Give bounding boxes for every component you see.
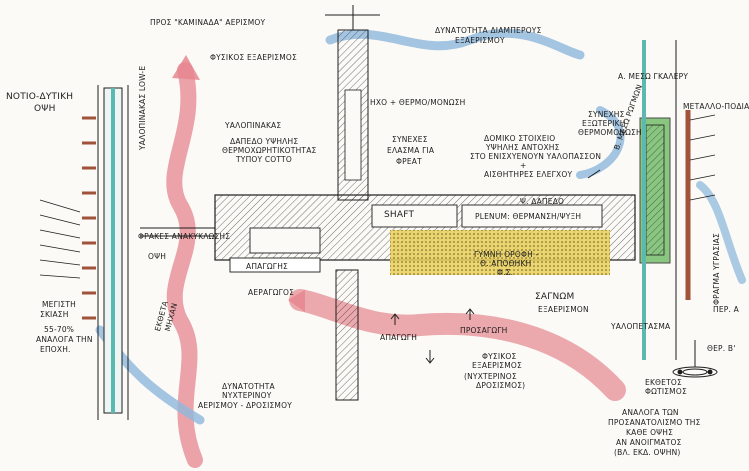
label-ixo-thermomonosi: ΗΧΟ + ΘΕΡΜΟ/ΜΟΝΩΣΗ [370, 98, 466, 107]
label-ektheta-fotismou-2: ΦΩΤΙΣΜΟΣ [645, 387, 687, 396]
label-dynatotita-diamperous: ΔΥΝΑΤΟΤΗΤΑ ΔΙΑΜΠΕΡΟΥΣ [435, 26, 542, 35]
label-metallopodia: ΜΕΤΑΛΛΟ-ΠΟΔΙΑ [683, 102, 749, 111]
label-shaft: SHAFT [384, 210, 415, 220]
label-exaerismou: ΕΞΑΕΡΙΣΜΟΥ [455, 36, 505, 45]
label-mexisti-2: ΣΚΙΑΣΗ [40, 310, 69, 319]
label-yalopetasma: ΥΑΛΟΠΕΤΑΣΜΑ [611, 322, 671, 331]
label-domiko-4: + [520, 161, 527, 170]
label-yalopinakas-lowe: ΥΑΛΟΠΙΝΑΚΑΣ LOW-E [138, 65, 147, 150]
label-dapedo-1: ΔΑΠΕΔΟ ΥΨΗΛΗΣ [230, 137, 299, 146]
label-gymni-2: Θ. ΑΠΟΘΗΚΗ [480, 259, 532, 268]
label-frakes: ΦΡΑΚΕΣ ΑΝΑΚΥΚΛΩΣΗΣ [138, 232, 231, 241]
label-gymni-3: Φ.Σ. [497, 268, 514, 277]
label-synexes-3: ΦΡΕΑΤ [396, 157, 422, 166]
label-synexis-1: ΣΥΝΕΧΗΣ [588, 110, 625, 119]
label-synexis-3: ΘΕΡΜΟΜΟΝΩΣΗ [578, 128, 642, 137]
label-analoga-4: ΑΝ ΑΝΟΙΓΜΑΤΟΣ [616, 438, 682, 447]
label-mexisti-1: ΜΕΓΙΣΤΗ [42, 300, 76, 309]
label-analoga-1: ΑΝΑΛΟΓΑ ΤΩΝ [622, 408, 679, 417]
label-agnoi: ΣΑΓΝΩΜ [535, 292, 575, 302]
label-fysikos-3: (ΝΥΧΤΕΡΙΝΟΣ [464, 372, 517, 381]
label-dynatotita-nyxt-3: ΑΕΡΙΣΜΟΥ - ΔΡΟΣΙΣΜΟΥ [198, 401, 292, 410]
label-domiko-5: ΑΙΣΘΗΤΗΡΕΣ ΕΛΕΓΧΟΥ [484, 170, 573, 179]
right-facade [639, 40, 716, 360]
light-fixture [672, 340, 718, 378]
label-opsi: ΟΨΗ [34, 104, 56, 114]
chimney-shaft [325, 5, 380, 201]
label-fysikos-4: ΔΡΟΣΙΣΜΟΣ) [476, 381, 526, 390]
label-opsi-small: ΟΨΗ [148, 252, 167, 261]
label-fysikos-2: ΕΞΑΕΡΙΣΜΟΣ [472, 361, 522, 370]
cool-air-flow-right-low [696, 181, 746, 284]
label-dynatotita-nyxt-1: ΔΥΝΑΤΟΤΗΤΑ [222, 382, 275, 391]
label-yalopinakas: ΥΑΛΟΠΙΝΑΚΑΣ [225, 121, 282, 130]
warm-air-arrow-top [172, 55, 200, 80]
label-prosagogi: ΠΡΟΣΑΓΩΓΗ [460, 326, 508, 335]
label-domiko-1: ΔΟΜΙΚΟ ΣΤΟΙΧΕΙΟ [484, 134, 556, 143]
label-fysikos-1: ΦΥΣΙΚΟΣ [482, 352, 517, 361]
label-analoga-3: ΚΑΘΕ ΟΨΗΣ [626, 428, 674, 437]
label-mexisti-5: ΕΠΟΧΗ. [40, 345, 71, 354]
label-synexes-2: ΕΛΑΣΜΑ ΓΙΑ [387, 146, 435, 155]
warm-air-arrow-bottom [288, 290, 305, 312]
label-exaerismos-mid: ΕΞΑΕΡΙΣΜΟΝ [538, 305, 589, 314]
label-fysikos-exaerismos-top: ΦΥΣΙΚΟΣ ΕΞΑΕΡΙΣΜΟΣ [210, 53, 297, 62]
label-gymni-1: ΓΥΜΝΗ ΟΡΟΦΗ - [474, 250, 539, 259]
label-a-meso: Α. ΜΕΣΩ ΓΚΑΛΕΡΥ [618, 72, 689, 81]
flow-arrows [390, 169, 601, 364]
label-mexisti-3: 55-70% [44, 325, 75, 334]
label-dapedo-3: ΤΥΠΟΥ COTTO [236, 155, 292, 164]
floor-slab [140, 194, 636, 275]
label-domiko-3: ΣΤΟ ΕΝΙΣΧΥΕΝΟΥΝ ΥΑΛΟΠΑΣΣΟΝ [470, 152, 602, 161]
left-facade [39, 85, 129, 420]
label-mexisti-4: ΑΝΑΛΟΓΑ ΤΗΝ [36, 335, 93, 344]
lower-column [335, 269, 359, 401]
warm-air-flow-left [166, 62, 203, 468]
label-analoga-5: (ΒΛ. ΕΚΔ. ΟΨΗΝ) [614, 448, 681, 457]
label-dapedo-2: ΘΕΡΜΟΧΩΡΗΤΙΚΟΤΗΤΑΣ [222, 146, 317, 155]
label-ep-a: ΠΕΡ. Α [713, 305, 739, 314]
label-domiko-2: ΥΨΗΛΗΣ ΑΝΤΟΧΗΣ [486, 143, 560, 152]
cool-air-flow-top [325, 28, 585, 60]
label-plenum: PLENUM: ΘΕΡΜΑΝΣΗ/ΨΥΞΗ [475, 212, 582, 221]
cool-air-flow-right [576, 106, 625, 179]
label-dynatotita-nyxt-2: ΝΥΧΤΕΡΙΝΟΥ [222, 391, 272, 400]
label-fragma: ΦΡΑΓΜΑ ΥΓΡΑΣΙΑΣ [712, 233, 721, 305]
label-synexis-2: ΕΞΩΤΕΡΙΚΗ [582, 119, 626, 128]
label-kaminada: ΠΡΟΣ "ΚΑΜΙΝΑΔΑ" ΑΕΡΙΣΜΟΥ [150, 18, 266, 27]
label-apagogi: ΑΠΑΓΩΓΗ [380, 333, 418, 342]
label-ep-b: ΘΕΡ. Β' [707, 344, 736, 353]
label-apagogis: ΑΠΑΓΩΓΗΣ [246, 262, 288, 271]
warm-air-flow-bottom [289, 289, 626, 401]
label-w-dapedo: Ψ. ΔΑΠΕΔΟ [520, 197, 565, 206]
label-analoga-2: ΠΡΟΣΑΝΑΤΟΛΙΣΜΟ ΤΗΣ [608, 418, 701, 427]
label-synexes-1: ΣΥΝΕΧΕΣ [392, 135, 428, 144]
label-notio-dytiki: ΝΟΤΙΟ-ΔΥΤΙΚΗ [6, 92, 74, 102]
label-ektheta-fotismou-1: ΕΚΘΕΤΟΣ [645, 378, 682, 387]
label-aeragogos: ΑΕΡΑΓΩΓΟΣ [248, 288, 295, 297]
